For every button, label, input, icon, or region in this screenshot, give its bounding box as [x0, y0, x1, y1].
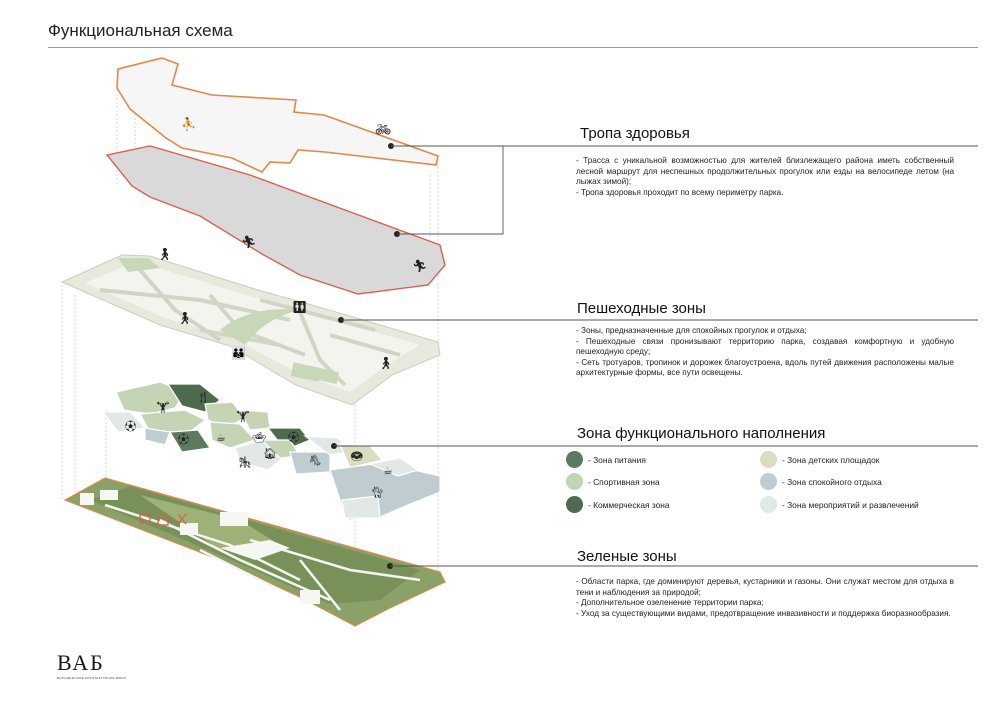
- logo-text: ВАБ: [57, 650, 105, 675]
- food-icon: 🍩︎: [350, 451, 364, 463]
- dumbbell-icon: 🏋︎: [236, 410, 250, 423]
- layer-pedestrian: 🚶︎ 🚶︎ 🚻︎ 👪︎ 🚶︎: [60, 247, 441, 406]
- person-walking-icon: 👪︎: [231, 346, 246, 360]
- layer-health-trail: ⛹ 🚲︎: [116, 57, 439, 173]
- logo-subtitle: ВОРОНЕЖСКОЕ АРХИТЕКТУРНОЕ БЮРО: [57, 676, 127, 680]
- zone-events: [341, 495, 381, 519]
- layer-trail-surface: 🏃︎ 🏃︎: [105, 145, 446, 295]
- ball-icon: ⚽︎: [178, 432, 189, 446]
- zone-sport: [115, 381, 186, 415]
- layer-green-zones: [63, 477, 446, 627]
- logo: ВАБ ВОРОНЕЖСКОЕ АРХИТЕКТУРНОЕ БЮРО: [57, 650, 127, 680]
- plaza-crescent: [220, 309, 300, 345]
- legend-item-commercial: - Коммерческая зона: [566, 496, 670, 513]
- legend-item-calm: - Зона спокойного отдыха: [760, 473, 882, 490]
- zone-events: [367, 457, 420, 477]
- description-line: - Зоны, предназначенные для спокойных пр…: [576, 326, 807, 335]
- legend-swatch: [566, 451, 583, 468]
- dumbbell-icon: 🏋︎: [156, 401, 170, 414]
- legend-label: - Зона детских площадок: [782, 454, 880, 465]
- legend-label: - Спортивная зона: [588, 476, 660, 487]
- ball-icon: ⚽︎: [125, 419, 136, 433]
- legend-swatch: [566, 473, 583, 490]
- legend-item-sport: - Спортивная зона: [566, 473, 660, 490]
- playground-icon: 🛝︎: [308, 454, 322, 467]
- legend-label: - Зона спокойного отдыха: [782, 476, 882, 487]
- playground-icon: 🎠︎: [238, 456, 252, 469]
- building-white: [220, 512, 248, 526]
- health-trail-description: - Трасса с уникальной возможностью для ж…: [576, 156, 954, 198]
- green-light: [140, 495, 280, 550]
- zone-icons: 🏋︎ 🍴︎ 🏋︎ ⚽︎ ⚽︎ ☕︎ 🍲︎ 🏠︎ ⚽︎ 🎠︎ 🛝︎ 🍩︎ ☕︎ 🐈…: [125, 391, 393, 499]
- red-markers: [139, 513, 187, 526]
- person-walking-icon: 🚻︎: [292, 300, 307, 314]
- legend-label: - Зона мероприятий и развлечений: [782, 499, 919, 510]
- playground-icon: 🏠︎: [263, 447, 277, 460]
- legend-swatch: [760, 451, 777, 468]
- layer-functional-zones: [101, 381, 441, 521]
- functional-legend: - Зона питания - Спортивная зона - Комме…: [566, 451, 966, 521]
- legend-label: - Коммерческая зона: [588, 499, 670, 510]
- section-title-green: Зеленые зоны: [577, 548, 677, 565]
- cat-icon: 🐈︎: [370, 486, 384, 499]
- description-line: - Уход за существующими видами, предотвр…: [576, 608, 951, 618]
- legend-item-events: - Зона мероприятий и развлечений: [760, 496, 919, 513]
- legend-swatch: [566, 496, 583, 513]
- zone-calm: [144, 427, 171, 446]
- running-icon: 🏃︎: [241, 235, 256, 249]
- person-walking-icon: 🚶︎: [378, 356, 393, 370]
- food-icon: 🍲︎: [252, 431, 266, 444]
- person-walking-icon: 🚶︎: [177, 311, 192, 325]
- zone-playground: [339, 443, 384, 469]
- bicycle-icon: 🚲︎: [375, 122, 392, 137]
- zone-events: [101, 411, 147, 433]
- person-walking-icon: 🚶︎: [157, 247, 172, 261]
- description-line: - Дополнительное озеленение территории п…: [576, 598, 764, 608]
- running-icon: 🏃︎: [412, 259, 427, 273]
- zone-calm: [289, 451, 331, 475]
- food-icon: 🍴︎: [196, 391, 210, 404]
- legend-label: - Зона питания: [588, 454, 646, 465]
- legend-item-playground: - Зона детских площадок: [760, 451, 879, 468]
- trail-shape: [116, 57, 439, 173]
- zone-food: [168, 429, 212, 453]
- description-line: - Тропа здоровья проходит по всему перим…: [576, 187, 784, 197]
- page-title: Функциональная схема: [48, 21, 233, 40]
- food-icon: ☕︎: [383, 465, 393, 477]
- title-divider: [48, 47, 978, 48]
- description-line: - Трасса с уникальной возможностью для ж…: [576, 156, 954, 187]
- building-white: [180, 523, 198, 535]
- section-title-functional: Зона функционального наполнения: [577, 425, 826, 442]
- section-title-health-trail: Тропа здоровья: [580, 125, 690, 142]
- legend-swatch: [760, 496, 777, 513]
- square-patch: [290, 362, 322, 382]
- building-white: [100, 490, 118, 500]
- pedestrian-description: - Зоны, предназначенные для спокойных пр…: [576, 326, 954, 379]
- section-title-pedestrian: Пешеходные зоны: [577, 300, 706, 317]
- square-patch: [316, 368, 340, 384]
- description-line: - Сеть тротуаров, тропинок и дорожек бла…: [576, 357, 954, 378]
- ball-icon: ⚽︎: [288, 430, 299, 444]
- building-white: [80, 493, 94, 505]
- description-line: - Пешеходные связи пронизывают территори…: [576, 336, 954, 357]
- treadmill-icon: ⛹: [181, 116, 196, 131]
- building-white: [300, 590, 320, 604]
- legend-swatch: [760, 473, 777, 490]
- pedestrian-paths: [99, 268, 401, 387]
- description-line: - Области парка, где доминируют деревья,…: [576, 577, 954, 597]
- building-white: [220, 540, 290, 560]
- legend-item-food: - Зона питания: [566, 451, 646, 468]
- zone-sport: [209, 421, 257, 449]
- food-icon: ☕︎: [216, 432, 226, 444]
- surface-shape: [105, 145, 446, 295]
- leader-lines: [334, 145, 978, 567]
- green-description: - Области парка, где доминируют деревья,…: [576, 577, 954, 619]
- corner-patch: [118, 258, 160, 272]
- zone-sport: [204, 401, 246, 429]
